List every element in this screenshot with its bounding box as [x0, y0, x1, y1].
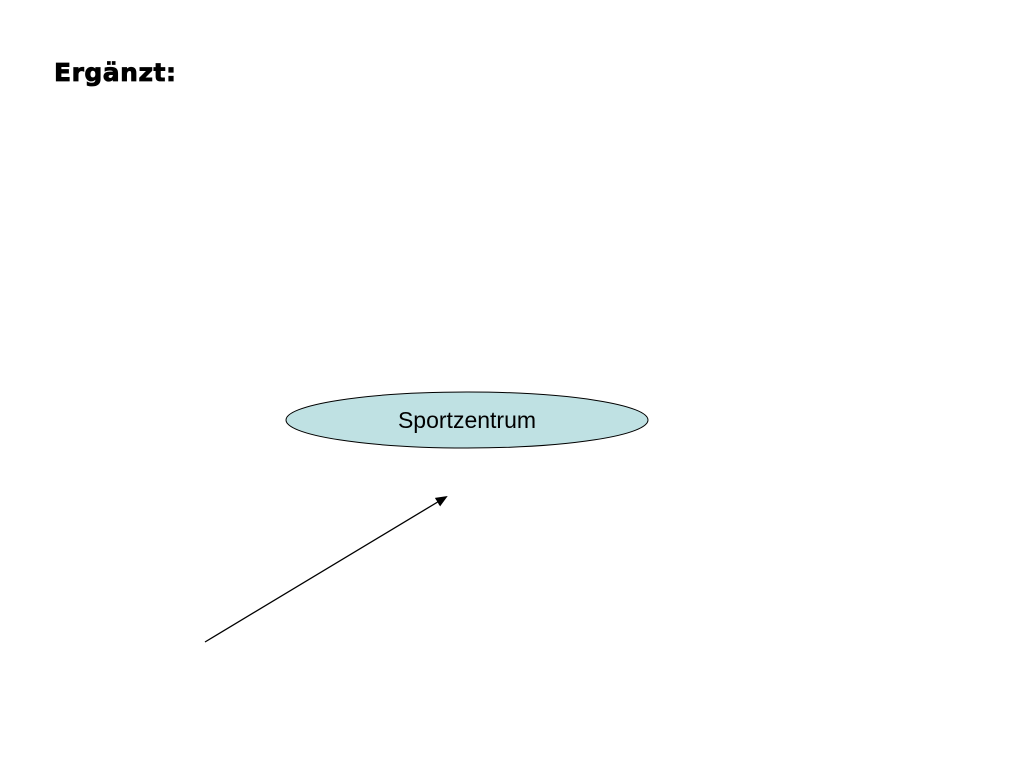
slide-title: Ergänzt:: [54, 58, 177, 88]
arrow-to-sportzentrum: [204, 495, 448, 643]
node-sportzentrum-shape: [285, 391, 649, 449]
node-sportzentrum-label: Sportzentrum: [398, 407, 536, 433]
node-sportzentrum[interactable]: Sportzentrum: [285, 391, 649, 449]
